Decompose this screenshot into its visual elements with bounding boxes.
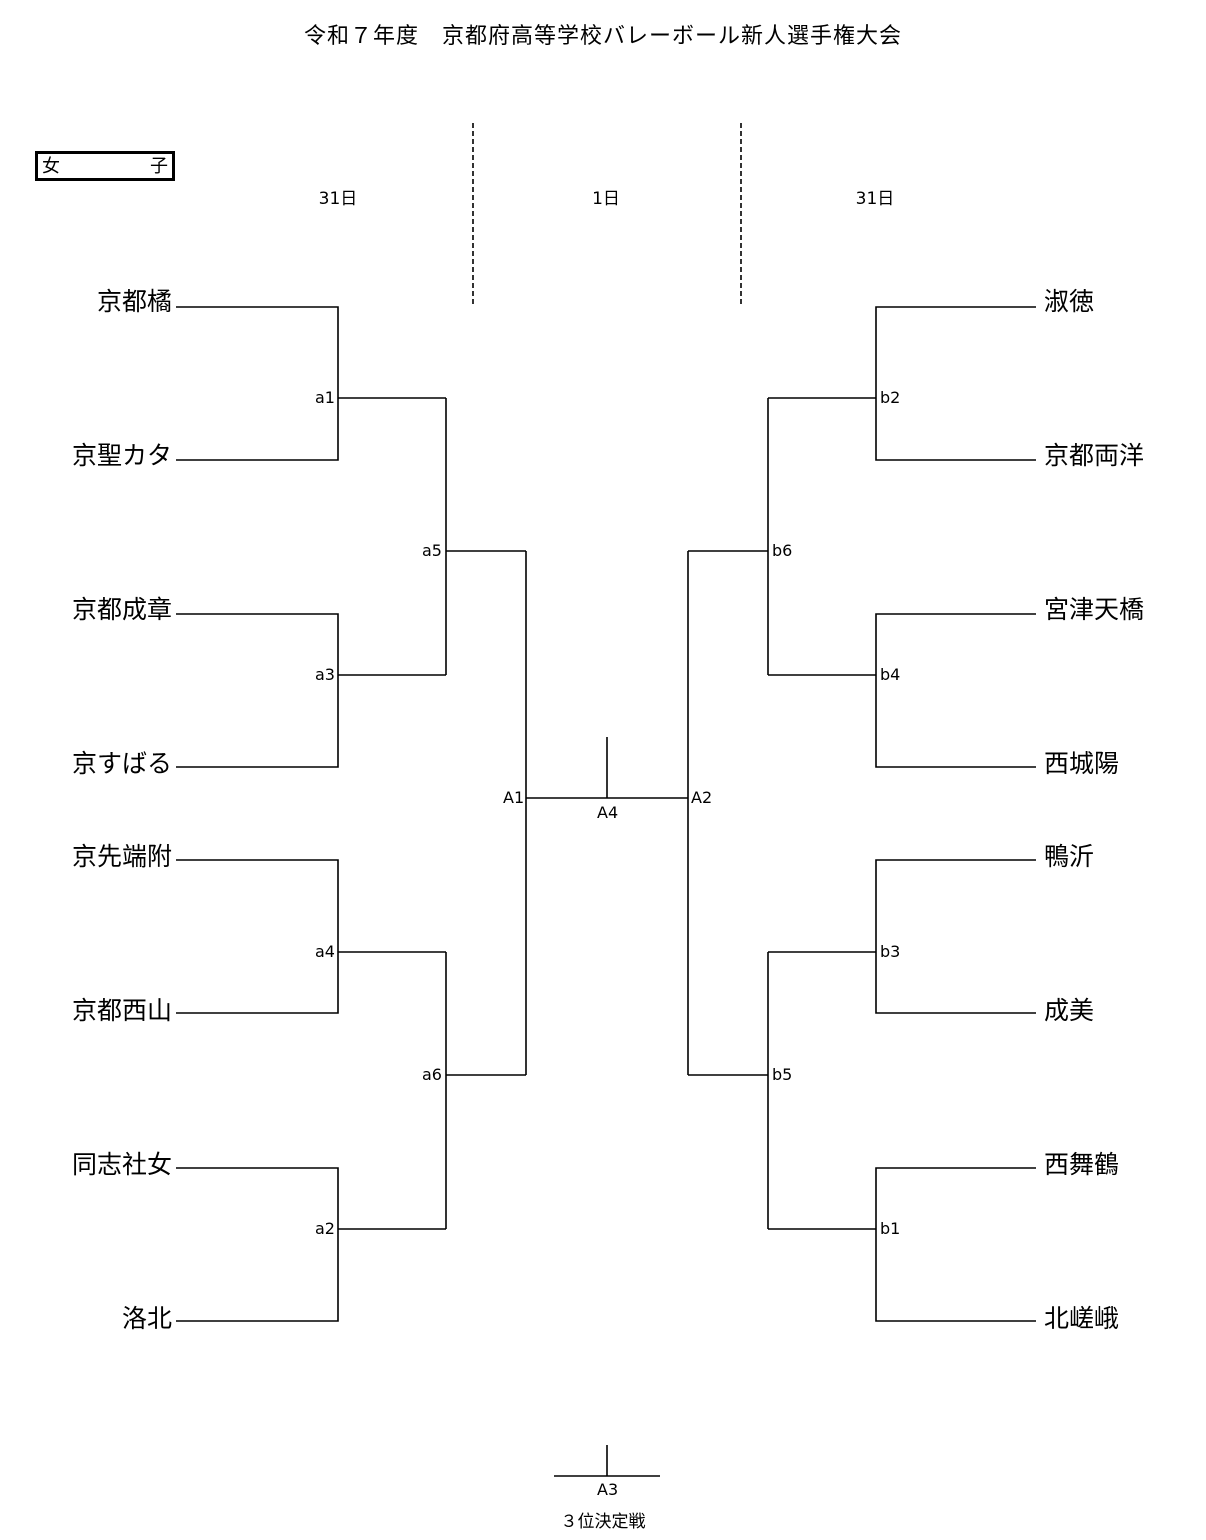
match-label-b6: b6 [772,541,793,560]
match-label-a3: a3 [315,665,335,684]
team-right-3: 宮津天橋 [1044,595,1145,624]
team-left-6: 京都西山 [71,996,172,1025]
team-left-5: 京先端附 [71,842,172,871]
team-right-4: 西城陽 [1044,749,1120,778]
match-label-a5: a5 [422,541,442,560]
match-label-b2: b2 [880,388,901,407]
page-title: 令和７年度 京都府高等学校バレーボール新人選手権大会 [303,24,902,49]
match-label-a2: a2 [315,1219,335,1238]
category-char-2: 子 [150,156,168,177]
match-label-A3: A3 [597,1480,619,1499]
category-char-1: 女 [42,156,60,177]
match-label-a4: a4 [315,942,335,961]
match-label-a6: a6 [422,1065,442,1084]
match-label-b4: b4 [880,665,901,684]
match-label-A1: A1 [503,788,525,807]
team-left-3: 京都成章 [71,595,172,624]
match-label-A4: A4 [597,803,619,822]
day-label-right: 31日 [855,189,895,209]
match-label-b1: b1 [880,1219,901,1238]
team-left-4: 京すばる [71,749,172,778]
day-label-center: 1日 [592,189,620,209]
team-right-5: 鴨沂 [1044,842,1095,871]
team-right-2: 京都両洋 [1044,441,1145,470]
match-label-b5: b5 [772,1065,793,1084]
third-place-label: ３位決定戦 [560,1512,646,1532]
team-left-2: 京聖カタ [71,441,172,470]
match-label-a1: a1 [315,388,335,407]
team-right-7: 西舞鶴 [1044,1150,1120,1179]
team-left-7: 同志社女 [71,1150,172,1179]
team-left-1: 京都橘 [96,287,172,316]
match-label-A2: A2 [691,788,713,807]
match-label-b3: b3 [880,942,901,961]
team-left-8: 洛北 [121,1304,172,1333]
team-right-1: 淑徳 [1044,287,1095,316]
category-box: 女 子 [35,151,175,181]
team-right-6: 成美 [1044,996,1095,1025]
team-right-8: 北嵯峨 [1044,1304,1120,1333]
day-label-left: 31日 [318,189,358,209]
